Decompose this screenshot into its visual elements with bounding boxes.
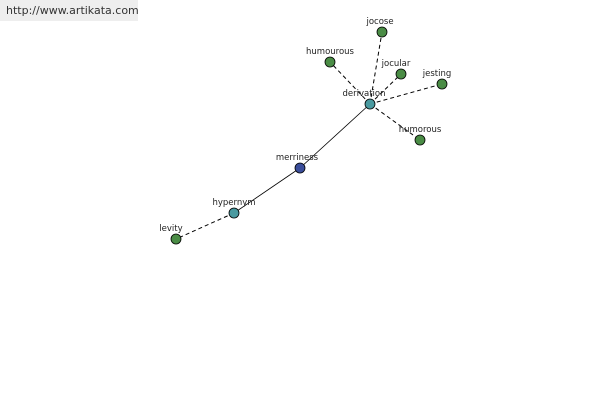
node-humourous[interactable]: [324, 56, 336, 68]
node-hypernym[interactable]: [228, 207, 240, 219]
edge-derivation-humourous: [329, 61, 371, 105]
label-hypernym[interactable]: hypernym: [212, 198, 255, 208]
label-derivation[interactable]: derivation: [342, 89, 385, 99]
edge-derivation-humorous: [369, 103, 421, 141]
node-jesting[interactable]: [436, 78, 448, 90]
edge-merriness-hypernym: [233, 167, 301, 214]
node-derivation[interactable]: [364, 98, 376, 110]
label-humourous[interactable]: humourous: [306, 47, 355, 57]
label-jocose[interactable]: jocose: [365, 17, 393, 27]
node-jocular[interactable]: [395, 68, 407, 80]
label-humorous[interactable]: humorous: [399, 125, 442, 135]
edge-hypernym-levity: [175, 212, 235, 240]
edge-derivation-jocose: [369, 31, 383, 105]
node-levity[interactable]: [170, 233, 182, 245]
label-jocular[interactable]: jocular: [381, 59, 411, 69]
node-merriness[interactable]: [294, 162, 306, 174]
edge-derivation-jocular: [369, 73, 402, 105]
label-jesting[interactable]: jesting: [422, 69, 452, 79]
site-url[interactable]: http://www.artikata.com: [0, 0, 139, 21]
node-jocose[interactable]: [376, 26, 388, 38]
edge-derivation-jesting: [369, 83, 443, 105]
label-merriness[interactable]: merriness: [276, 153, 319, 163]
edge-merriness-derivation: [299, 103, 371, 169]
label-levity[interactable]: levity: [159, 224, 182, 234]
node-humorous[interactable]: [414, 134, 426, 146]
